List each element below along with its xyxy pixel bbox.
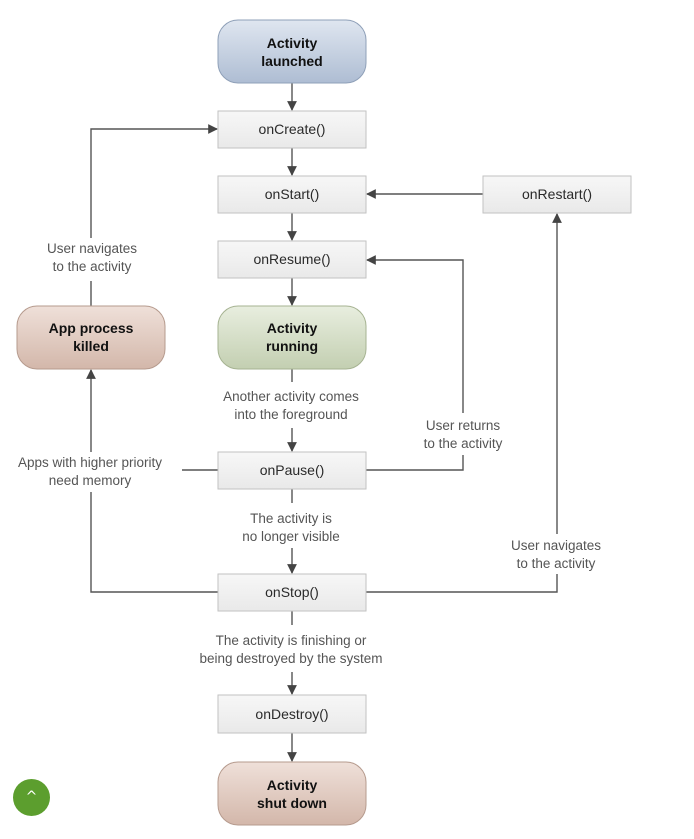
arrow-onstop-to-onrestart [366,213,562,593]
node-onstop: onStop() [217,573,367,612]
node-onstart: onStart() [217,175,367,214]
oncreate-label: onCreate() [259,121,326,137]
user-returns-line2: to the activity [424,436,503,451]
arrow-onstop-to-killed [86,369,218,593]
finishing-line1: The activity is finishing or [216,633,367,648]
node-activity-running: Activity running [217,305,367,370]
label-user-navigates-right: User navigates to the activity [500,534,614,574]
ondestroy-label: onDestroy() [255,706,328,722]
higher-priority-line2: need memory [49,473,132,488]
onresume-label: onResume() [253,251,330,267]
onpause-label: onPause() [260,462,325,478]
activity-shut-down-line1: Activity [267,777,318,793]
no-longer-visible-line1: The activity is [250,511,332,526]
user-navigates-right-line1: User navigates [511,538,601,553]
node-onrestart: onRestart() [482,175,632,214]
label-user-navigates-left: User navigates to the activity [47,241,137,274]
another-activity-line1: Another activity comes [223,389,359,404]
node-activity-launched: Activity launched [217,19,367,84]
activity-running-line2: running [266,338,318,354]
scroll-to-top-button[interactable]: ^ [13,779,50,816]
no-longer-visible-line2: no longer visible [242,529,340,544]
user-navigates-left-line2: to the activity [53,259,132,274]
label-no-longer-visible: The activity is no longer visible [242,511,340,544]
onstart-label: onStart() [265,186,319,202]
user-navigates-right-line2: to the activity [517,556,596,571]
node-activity-shut-down: Activity shut down [217,761,367,826]
node-onresume: onResume() [217,240,367,279]
arrow-onpause-to-onresume [366,255,464,471]
caret-up-icon: ^ [25,789,38,805]
node-onpause: onPause() [217,451,367,490]
higher-priority-line1: Apps with higher priority [18,455,162,470]
label-another-activity: Another activity comes into the foregrou… [223,389,359,422]
connectors [86,83,562,762]
user-returns-line1: User returns [426,418,501,433]
node-app-process-killed: App process killed [16,305,166,370]
app-process-killed-line1: App process [49,320,134,336]
another-activity-line2: into the foreground [234,407,347,422]
activity-shut-down-line2: shut down [257,795,327,811]
node-ondestroy: onDestroy() [217,694,367,734]
activity-launched-line1: Activity [267,35,318,51]
label-higher-priority: Apps with higher priority need memory [6,452,180,492]
activity-launched-line2: launched [261,53,322,69]
node-oncreate: onCreate() [217,110,367,149]
label-user-returns: User returns to the activity [412,413,514,455]
onstop-label: onStop() [265,584,319,600]
user-navigates-left-line1: User navigates [47,241,137,256]
label-finishing: The activity is finishing or being destr… [199,633,382,666]
activity-running-line1: Activity [267,320,318,336]
arrow-navigates-to-oncreate [90,124,218,238]
onrestart-label: onRestart() [522,186,592,202]
app-process-killed-line2: killed [73,338,109,354]
finishing-line2: being destroyed by the system [199,651,382,666]
